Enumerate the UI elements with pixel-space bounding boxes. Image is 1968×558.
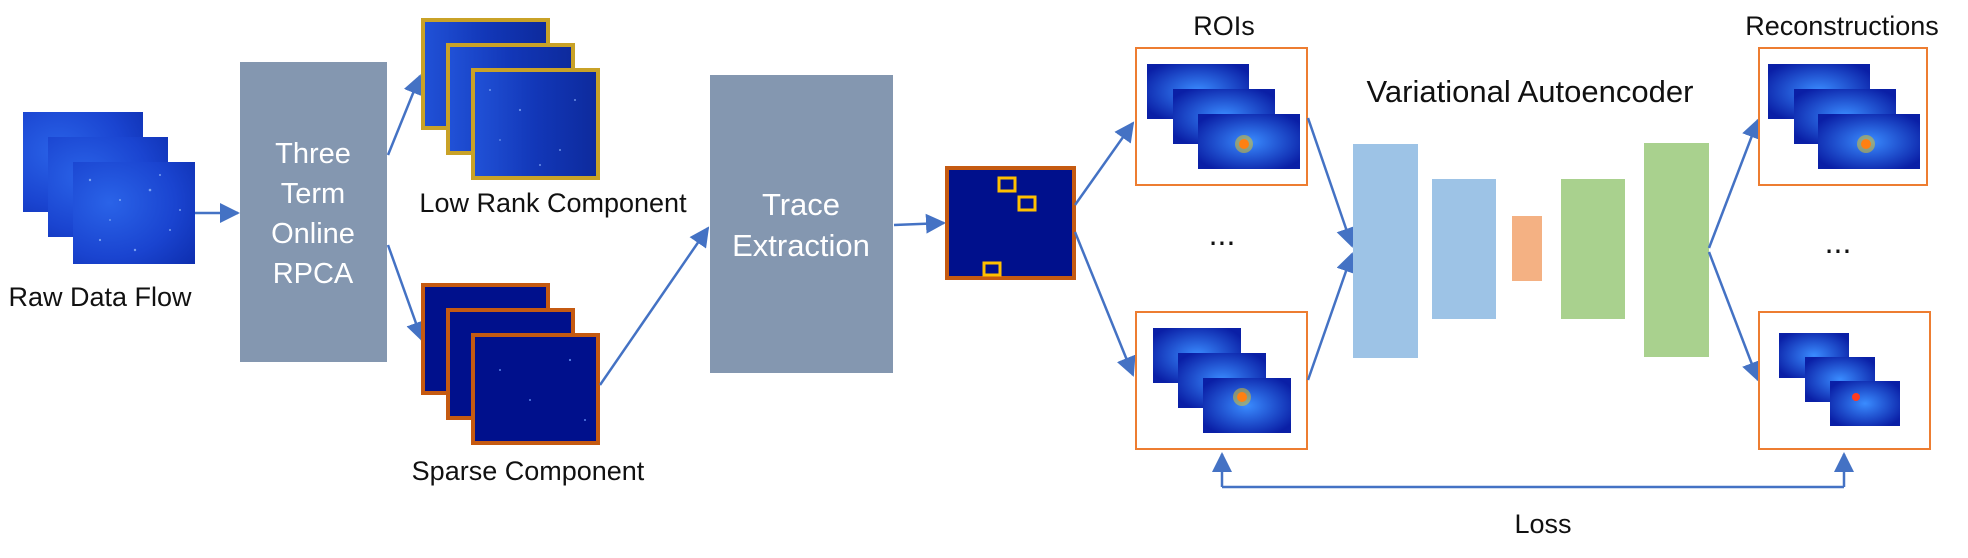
low-rank-label: Low Rank Component bbox=[419, 188, 687, 218]
arrow-rpca-to-sparse bbox=[386, 244, 426, 342]
roi-top-hotspot bbox=[1239, 139, 1249, 149]
arrow-frame-to-roi-top bbox=[1073, 121, 1135, 206]
sparse-stack bbox=[421, 283, 600, 445]
rpca-box bbox=[240, 62, 387, 362]
arrow-vae-to-recon-top bbox=[1707, 118, 1761, 249]
rpca-label-line1: Three bbox=[275, 138, 351, 170]
recon-ellipsis: ... bbox=[1825, 224, 1852, 260]
vae-decoder-layer-1 bbox=[1561, 179, 1625, 319]
arrow-roi-bottom-to-vae bbox=[1306, 252, 1356, 381]
sparse-noise bbox=[499, 358, 586, 421]
low-rank-stack bbox=[421, 18, 600, 180]
roi-detection-frame bbox=[945, 166, 1076, 280]
vae-latent-layer bbox=[1512, 216, 1542, 281]
sparse-frame-3 bbox=[471, 333, 600, 445]
roi-marker-2 bbox=[1017, 195, 1037, 212]
rpca-label-line3: Online bbox=[271, 218, 355, 250]
roi-top-img-3 bbox=[1198, 114, 1300, 169]
detection-frame bbox=[945, 166, 1076, 280]
roi-bottom-img-3 bbox=[1203, 378, 1291, 433]
roi-marker-3 bbox=[982, 261, 1002, 277]
roi-marker-1 bbox=[997, 176, 1017, 193]
rois-label: ROIs bbox=[1193, 11, 1255, 41]
arrow-rpca-to-lowrank bbox=[386, 74, 423, 156]
raw-frame-3 bbox=[73, 162, 195, 264]
recon-top-hotspot bbox=[1861, 139, 1871, 149]
trace-label-line1: Trace bbox=[762, 187, 840, 222]
vae-encoder-layer-2 bbox=[1432, 179, 1496, 319]
recon-bottom-hotspot bbox=[1852, 393, 1860, 401]
rpca-label: Three Term Online RPCA bbox=[271, 138, 355, 290]
raw-noise bbox=[88, 174, 181, 252]
arrow-roi-top-to-vae bbox=[1306, 117, 1356, 248]
vae-decoder-layer-2 bbox=[1644, 143, 1709, 357]
rois-ellipsis: ... bbox=[1209, 216, 1236, 252]
roi-box-bottom bbox=[1135, 311, 1308, 450]
roi-bottom-hotspot-halo bbox=[1233, 388, 1251, 406]
roi-bottom-hotspot bbox=[1237, 392, 1247, 402]
roi-top-hotspot-halo bbox=[1235, 135, 1253, 153]
recon-top-hotspot-halo bbox=[1857, 135, 1875, 153]
arrow-vae-to-recon-bottom bbox=[1707, 251, 1761, 382]
lowrank-noise bbox=[489, 89, 576, 166]
vae-encoder-layer-1 bbox=[1353, 144, 1418, 358]
recon-bottom-img-3 bbox=[1830, 381, 1900, 426]
loss-label: Loss bbox=[1514, 509, 1571, 539]
trace-label: Trace Extraction bbox=[732, 187, 870, 263]
raw-data-flow-label: Raw Data Flow bbox=[8, 282, 192, 312]
trace-label-line2: Extraction bbox=[732, 228, 870, 263]
vae-title: Variational Autoencoder bbox=[1367, 74, 1694, 109]
arrow-frame-to-roi-bottom bbox=[1073, 231, 1136, 377]
sparse-label: Sparse Component bbox=[412, 456, 645, 486]
rpca-label-line4: RPCA bbox=[273, 258, 354, 290]
recon-box-bottom bbox=[1758, 311, 1931, 450]
arrow-sparse-to-trace bbox=[598, 226, 710, 386]
lowrank-frame-3 bbox=[471, 68, 600, 180]
roi-box-top bbox=[1135, 47, 1308, 186]
reconstructions-label: Reconstructions bbox=[1745, 11, 1939, 41]
rpca-label-line2: Term bbox=[281, 178, 345, 210]
arrow-trace-to-roi-frame bbox=[893, 213, 946, 234]
trace-extraction-box bbox=[710, 75, 893, 373]
recon-box-top bbox=[1758, 47, 1928, 186]
raw-data-stack bbox=[23, 112, 195, 264]
